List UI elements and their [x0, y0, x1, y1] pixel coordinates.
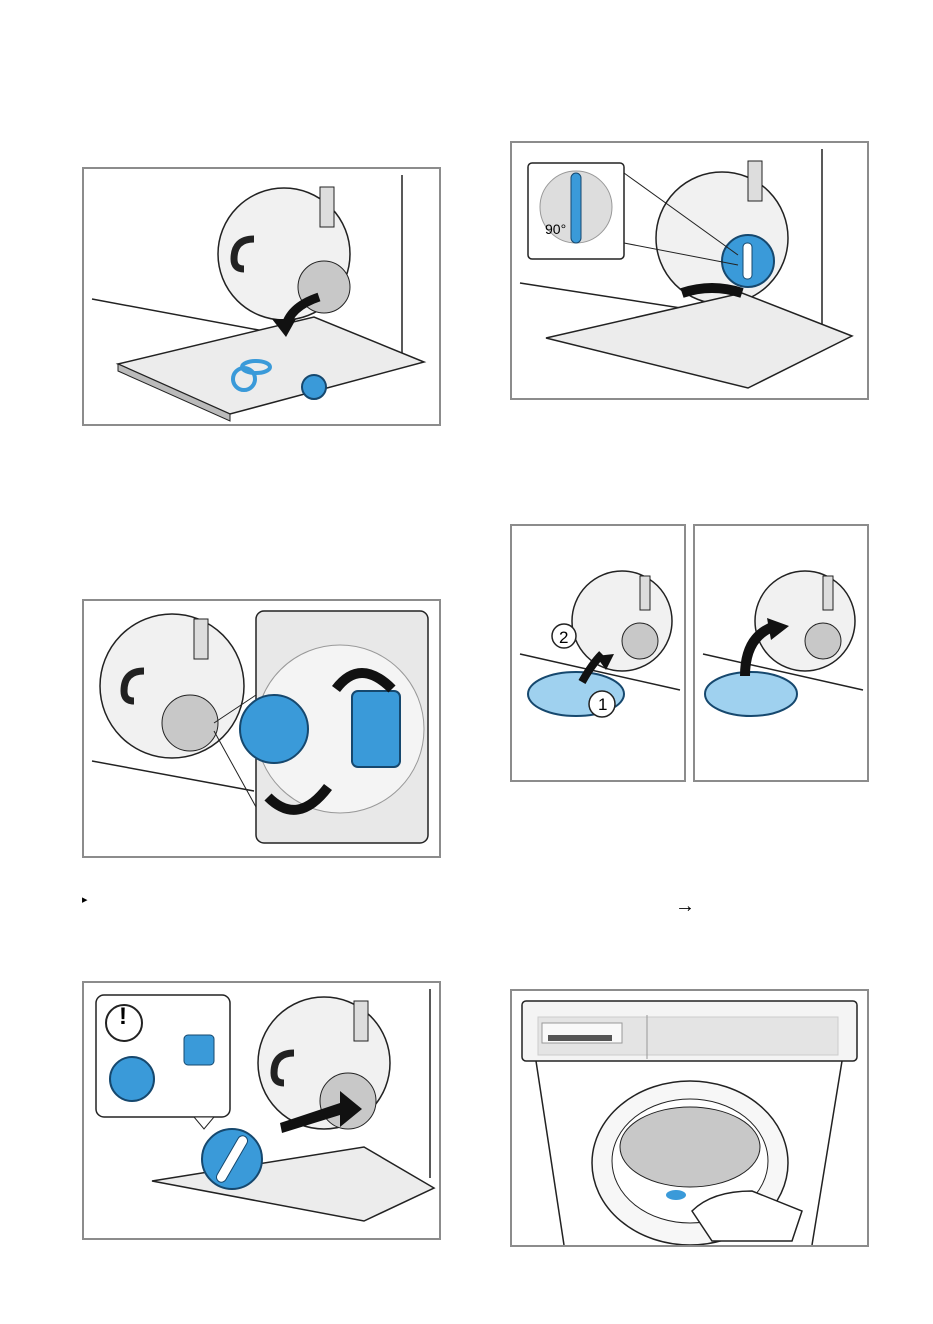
lift-flap-illustration [695, 526, 867, 780]
open-flap-steps-illustration [512, 526, 684, 780]
reinsert-cap-illustration [84, 983, 439, 1238]
angle-label: 90° [545, 221, 566, 237]
warning-symbol: ! [119, 1003, 127, 1031]
figure-rotate-cap: 90° [510, 141, 869, 400]
pump-impeller-illustration [84, 601, 439, 856]
figure-lift-flap [693, 524, 869, 782]
rotate-cap-illustration [512, 143, 867, 398]
bullet-marker: ▸ [82, 895, 88, 906]
debris-tray-illustration [84, 169, 439, 424]
figure-reinsert-cap: ! [82, 981, 441, 1240]
figure-pump-impeller [82, 599, 441, 858]
reference-arrow: → [675, 896, 695, 916]
figure-open-flap-steps: 2 1 [510, 524, 686, 782]
figure-machine-door [510, 989, 869, 1247]
machine-door-illustration [512, 991, 867, 1245]
step-1-label: 1 [598, 695, 607, 715]
figure-debris-tray [82, 167, 441, 426]
step-2-label: 2 [559, 628, 568, 648]
